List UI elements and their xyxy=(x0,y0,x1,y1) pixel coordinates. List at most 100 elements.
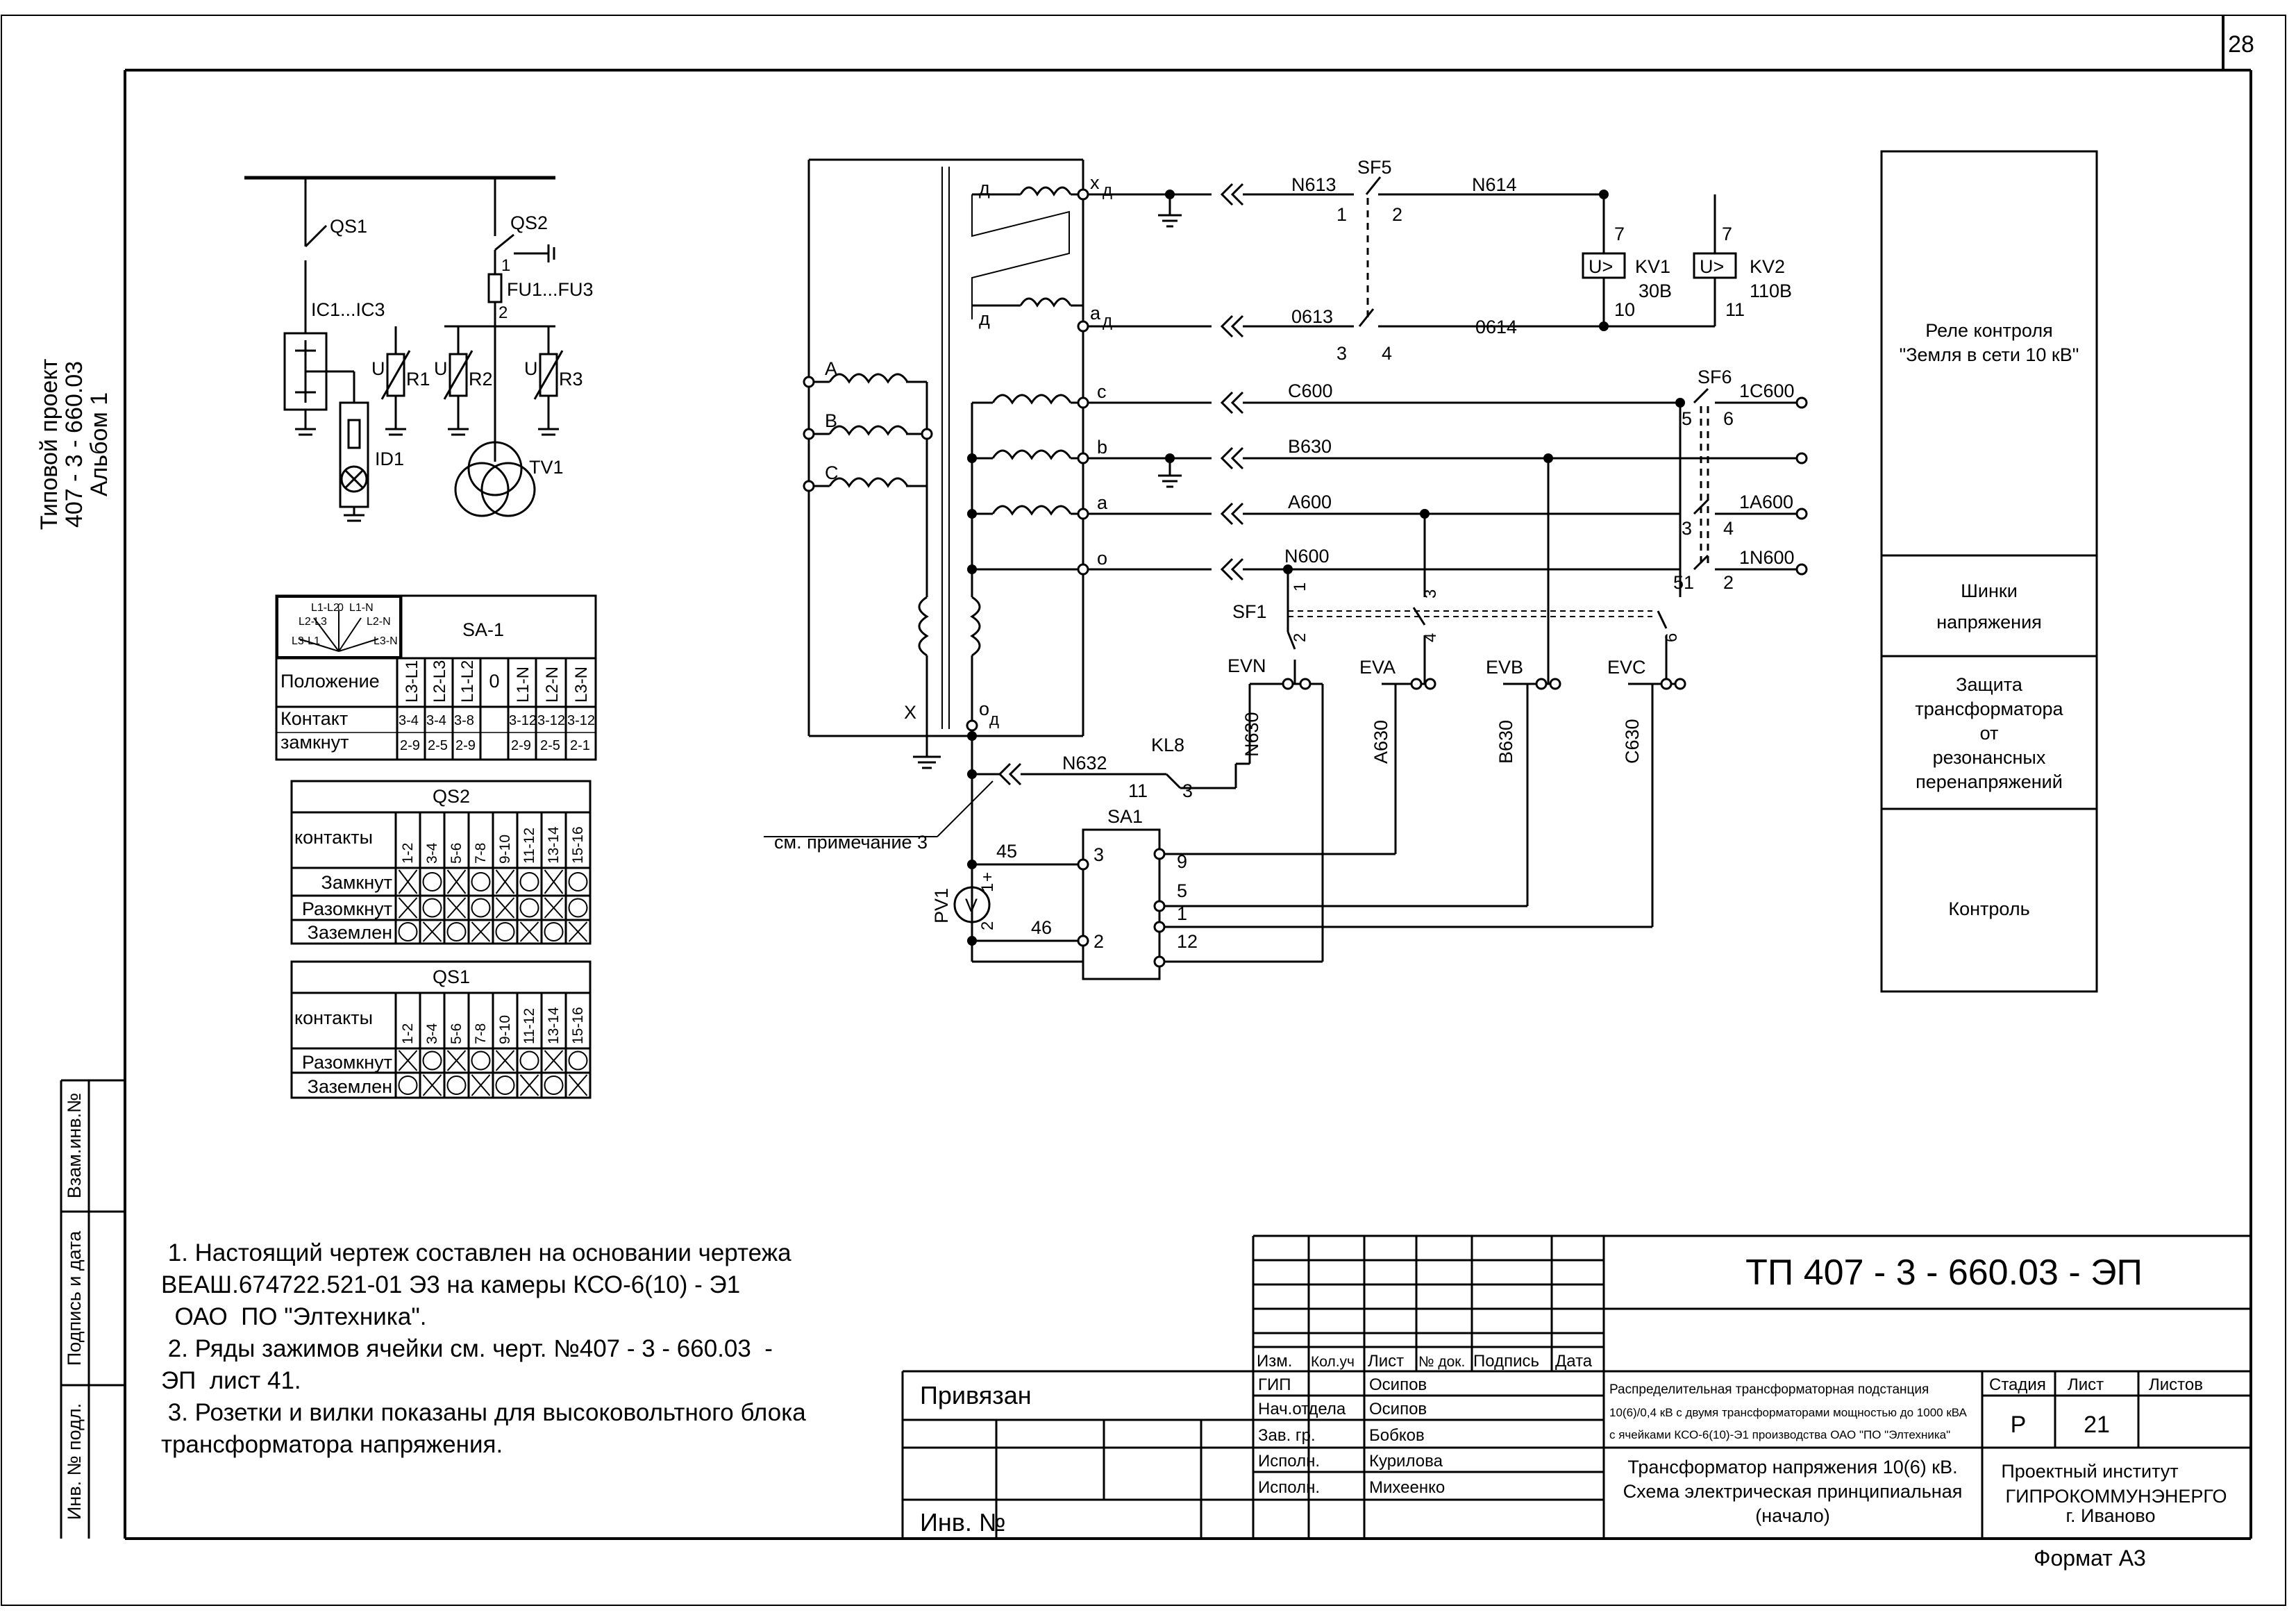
terminal-circle xyxy=(803,376,815,388)
label-sf6: SF6 xyxy=(1698,367,1732,387)
label-kv2-v: 110В xyxy=(1750,281,1792,301)
left-schematic xyxy=(244,176,564,522)
label-c630: C630 xyxy=(1622,719,1643,764)
note-line: ЭП лист 41. xyxy=(161,1367,301,1394)
head-data: Дата xyxy=(1555,1352,1593,1371)
label-d2: д xyxy=(979,308,990,329)
qs2-mark-closed xyxy=(495,869,515,894)
label-kv1-v: 30В xyxy=(1639,281,1672,301)
label-evc: EVC xyxy=(1607,657,1646,678)
qs2-col-label: 5-6 xyxy=(449,843,464,864)
qs1-mark-closed xyxy=(495,1050,515,1071)
qs2-mark-closed xyxy=(495,897,515,919)
num-1a: 1 xyxy=(1336,204,1347,225)
wire-n600: N600 xyxy=(1284,546,1330,567)
terminal-circle xyxy=(1299,678,1312,690)
inv-label: Инв. № xyxy=(920,1508,1006,1537)
label-phase-a: A xyxy=(825,358,837,379)
side-title-line3: Альбом 1 xyxy=(86,392,112,496)
panel-prot-2: трансформатора xyxy=(1915,698,2063,719)
note-line: трансформатора напряжения. xyxy=(161,1431,503,1458)
stage-head: Стадия xyxy=(1989,1375,2046,1394)
sa1-num-9: 9 xyxy=(1177,851,1187,872)
qs2-col-label: 13-14 xyxy=(546,826,562,864)
format-label: Формат А3 xyxy=(2034,1546,2146,1571)
label-term-b: b xyxy=(1097,437,1107,458)
qs1-mark-closed xyxy=(471,1074,491,1096)
num-51: 51 xyxy=(1673,572,1694,593)
drawing-code: ТП 407 - 3 - 660.03 - ЭП xyxy=(1745,1253,2143,1293)
note-line: ОАО ПО "Элтехника". xyxy=(161,1303,427,1330)
label-r1: R1 xyxy=(406,369,430,390)
label-x: X xyxy=(904,702,916,723)
note-line: 1. Настоящий чертеж составлен на основан… xyxy=(161,1239,791,1266)
junction-dot xyxy=(967,564,977,574)
label-kv1: KV1 xyxy=(1635,256,1670,277)
label-xd-sub: д xyxy=(1103,181,1112,200)
terminal-circle xyxy=(1795,396,1808,409)
terminal-circle xyxy=(1077,452,1089,464)
sf1-num-3: 3 xyxy=(1421,589,1440,598)
pv1-num-46: 46 xyxy=(1031,917,1052,938)
sa1-num-12: 12 xyxy=(1177,931,1198,952)
sa1-c2-3: 2-9 xyxy=(455,738,476,753)
head-podpis: Подпись xyxy=(1473,1352,1539,1371)
qs1-col-label: 1-2 xyxy=(400,1023,416,1044)
panel-relay-2: "Земля в сети 10 кВ" xyxy=(1900,344,2079,365)
num-4b: 4 xyxy=(1723,518,1734,539)
terminal-circle xyxy=(1795,452,1808,464)
terminal-circle xyxy=(1153,848,1166,860)
label-u1: U xyxy=(371,358,385,379)
label-fu: FU1...FU3 xyxy=(507,279,594,300)
institute-1: Проектный институт xyxy=(2001,1461,2178,1482)
qs1-marks xyxy=(398,1050,588,1096)
terminal-circle xyxy=(1077,508,1089,520)
num-7a: 7 xyxy=(1614,224,1625,244)
panel-prot-1: Защита xyxy=(1956,674,2023,695)
label-sf5: SF5 xyxy=(1357,157,1392,178)
relay-kv1-sym: U> xyxy=(1589,256,1613,277)
sa1-c1-3: 3-8 xyxy=(454,713,474,728)
sa1-dial-labels: L1-L2 0 L1-N L2-L3 L2-N L3-L1 L3-N xyxy=(292,602,398,647)
qs1-row-2: Заземлен xyxy=(308,1076,392,1097)
wire-n632: N632 xyxy=(1062,753,1107,773)
junction-dot xyxy=(1599,190,1609,199)
name-1: Осипов xyxy=(1369,1375,1427,1394)
terminal-circle xyxy=(1077,188,1089,201)
head-izm: Изм. xyxy=(1257,1352,1292,1371)
role-4: Исполн. xyxy=(1258,1452,1320,1471)
qs1-mark-open xyxy=(446,1075,467,1095)
qs1-mark-open xyxy=(568,1050,588,1071)
qs2-mark-open xyxy=(446,922,467,941)
qs2-mark-closed xyxy=(471,921,491,942)
label-term-c: c xyxy=(1097,381,1107,402)
panel-prot-5: перенапряжений xyxy=(1916,771,2063,792)
label-phase-c: C xyxy=(825,462,839,483)
desc-3: с ячейками КСО-6(10)-Э1 производства ОАО… xyxy=(1609,1428,1950,1441)
right-panel xyxy=(1880,150,2098,993)
qs2-mark-open xyxy=(519,898,539,918)
qs2-mark-open xyxy=(495,922,515,941)
terminal-circle xyxy=(803,480,815,492)
subject-3: (начало) xyxy=(1755,1505,1829,1526)
label-r3: R3 xyxy=(559,369,583,390)
kl8-num-11: 11 xyxy=(1128,780,1148,801)
name-5: Михеенко xyxy=(1369,1478,1445,1497)
notes: 1. Настоящий чертеж составлен на основан… xyxy=(161,1237,855,1461)
note-ref: см. примечание 3 xyxy=(774,832,928,853)
sa1-contact-label-1: Контакт xyxy=(280,708,348,729)
wire-0614: 0614 xyxy=(1475,317,1517,337)
wire-b630: B630 xyxy=(1288,436,1332,457)
qs2-mark-closed xyxy=(398,869,418,894)
relay-kv2-sym: U> xyxy=(1700,256,1724,277)
page-number: 28 xyxy=(2228,31,2254,58)
junction-dot xyxy=(1165,190,1175,199)
sa1-c2-5: 2-9 xyxy=(511,738,531,753)
panel-control: Контроль xyxy=(1948,898,2029,919)
wire-c600: C600 xyxy=(1288,380,1333,401)
num-11a: 11 xyxy=(1725,299,1745,320)
qs2-row-3: Заземлен xyxy=(308,922,392,943)
dial-l3n: L3-N xyxy=(374,635,398,647)
terminal-circle xyxy=(1660,678,1673,690)
